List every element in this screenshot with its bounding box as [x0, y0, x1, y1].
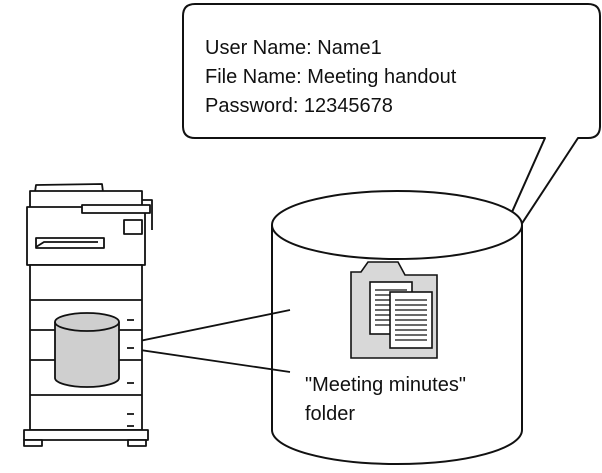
folder-label-line2: folder — [305, 403, 356, 425]
callout-text: User Name: Name1 File Name: Meeting hand… — [205, 34, 456, 121]
callout-bubble — [182, 3, 601, 296]
folder-icon — [350, 261, 438, 359]
folder-label: "Meeting minutes" folder — [305, 371, 466, 429]
user-name-text: User Name: Name1 — [205, 37, 382, 59]
printer-hdd-icon — [54, 312, 120, 388]
folder-label-line1: "Meeting minutes" — [305, 374, 466, 396]
password-text: Password: 12345678 — [205, 95, 393, 117]
connector-top-line — [119, 309, 291, 346]
connector-bottom-line — [119, 346, 291, 373]
file-name-text: File Name: Meeting handout — [205, 66, 457, 88]
